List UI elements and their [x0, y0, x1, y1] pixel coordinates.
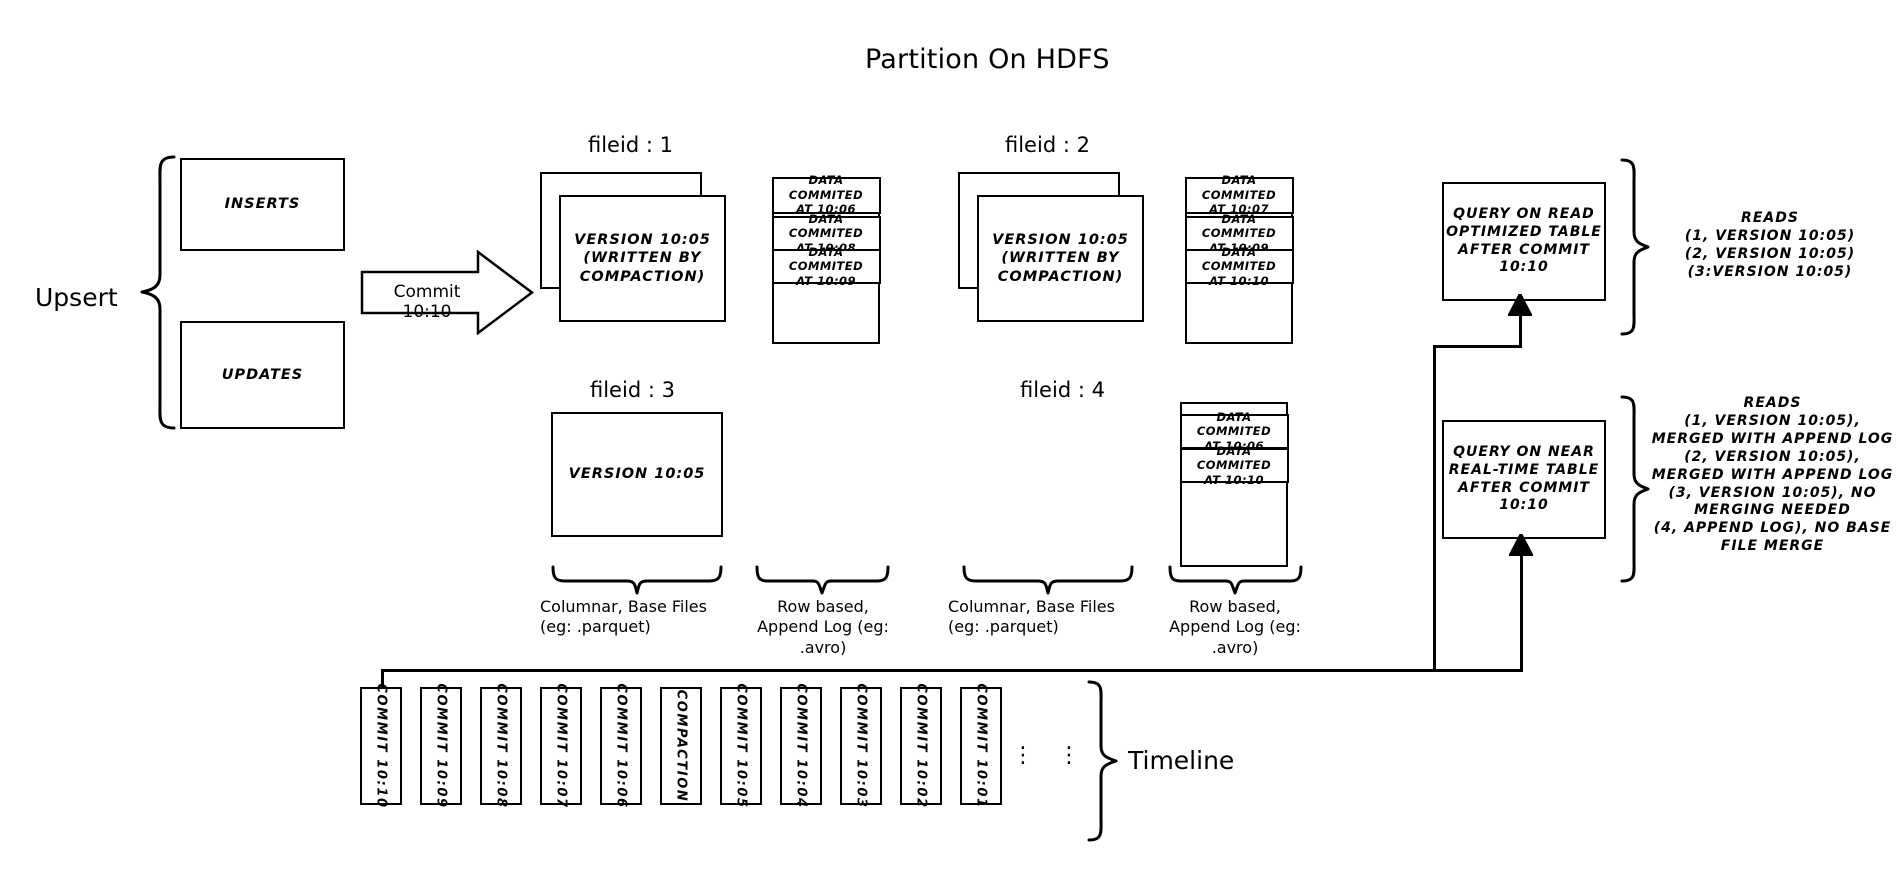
timeline-chip-9[interactable]: COMMIT 10:02: [900, 683, 942, 809]
fileid-4-heading: fileid : 4: [1020, 378, 1105, 402]
timeline-chip-label: COMPACTION: [673, 689, 689, 803]
fileid-2-heading: fileid : 2: [1005, 133, 1090, 157]
timeline-chip-8[interactable]: COMMIT 10:03: [840, 683, 882, 809]
base-files-right-brace: [962, 565, 1134, 595]
timeline-chip-label: COMMIT 10:01: [973, 683, 989, 809]
timeline-chip-label: COMMIT 10:03: [853, 683, 869, 809]
timeline-chip-1[interactable]: COMMIT 10:09: [420, 683, 462, 809]
timeline-chip-10[interactable]: COMMIT 10:01: [960, 683, 1002, 809]
timeline-chip-7[interactable]: COMMIT 10:04: [780, 683, 822, 809]
arrow-head-read-optimized: [1508, 294, 1532, 316]
updates-box: UPDATES: [180, 321, 345, 429]
connector-horizontal-main: [381, 669, 1436, 672]
base-files-left-brace: [551, 565, 723, 595]
timeline-chip-label: COMMIT 10:06: [613, 683, 629, 809]
append-log-right-brace: [1168, 565, 1303, 595]
connector-vertical-read-optimized: [1433, 345, 1436, 672]
timeline-chip-label: COMMIT 10:10: [373, 683, 389, 809]
reads-realtime-brace: [1620, 395, 1650, 583]
fileid-3-base-file-label: VERSION 10:05: [568, 466, 706, 483]
connector-horizontal-near-real-time: [1433, 669, 1523, 672]
append-log-left-caption: Row based,Append Log (eg:.avro): [757, 597, 889, 657]
timeline-chip-5[interactable]: COMPACTION: [660, 687, 702, 805]
timeline-chip-label: COMMIT 10:08: [493, 683, 509, 809]
base-files-left-caption: Columnar, Base Files(eg: .parquet): [540, 597, 707, 637]
reads-optimized-brace: [1620, 158, 1650, 336]
fileid-1-heading: fileid : 1: [588, 133, 673, 157]
updates-label: UPDATES: [221, 366, 304, 383]
timeline-ellipsis-1: ⋮: [1012, 743, 1034, 768]
reads-realtime-text: READS(1, VERSION 10:05),MERGED WITH APPE…: [1651, 395, 1894, 555]
upsert-label: Upsert: [35, 283, 118, 312]
timeline-chip-label: COMMIT 10:04: [793, 683, 809, 809]
commit-arrow-label: Commit 10:10: [393, 282, 461, 322]
reads-optimized-text: READS(1, VERSION 10:05)(2, VERSION 10:05…: [1684, 210, 1856, 280]
timeline-chip-label: COMMIT 10:07: [553, 683, 569, 809]
inserts-box: INSERTS: [180, 158, 345, 251]
base-files-right-caption: Columnar, Base Files(eg: .parquet): [948, 597, 1115, 637]
timeline-label: Timeline: [1128, 746, 1235, 775]
arrow-head-near-real-time: [1509, 534, 1533, 556]
timeline-brace: [1087, 680, 1118, 842]
append-log-left-brace: [755, 565, 890, 595]
timeline-chip-2[interactable]: COMMIT 10:08: [480, 683, 522, 809]
inserts-label: INSERTS: [224, 196, 301, 213]
connector-arrow-stem-near-real-time: [1520, 552, 1523, 671]
timeline-chip-0[interactable]: COMMIT 10:10: [360, 683, 402, 809]
append-log-right-caption: Row based,Append Log (eg:.avro): [1169, 597, 1301, 657]
connector-horizontal-read-optimized: [1433, 345, 1521, 348]
timeline-chip-label: COMMIT 10:02: [913, 683, 929, 809]
fileid-3-base-file: VERSION 10:05: [551, 412, 723, 537]
fileid-3-heading: fileid : 3: [590, 378, 675, 402]
page-title: Partition On HDFS: [865, 44, 1110, 75]
connector-arrow-stem-read-optimized: [1519, 310, 1522, 348]
timeline-chip-4[interactable]: COMMIT 10:06: [600, 683, 642, 809]
upsert-brace: [140, 155, 176, 430]
timeline-chip-6[interactable]: COMMIT 10:05: [720, 683, 762, 809]
commit-arrow: [360, 250, 535, 335]
connector-vertical-left: [381, 669, 384, 704]
timeline-chip-label: COMMIT 10:09: [433, 683, 449, 809]
timeline-ellipsis-2: ⋮: [1058, 743, 1080, 768]
timeline-chip-3[interactable]: COMMIT 10:07: [540, 683, 582, 809]
timeline-chip-label: COMMIT 10:05: [733, 683, 749, 809]
